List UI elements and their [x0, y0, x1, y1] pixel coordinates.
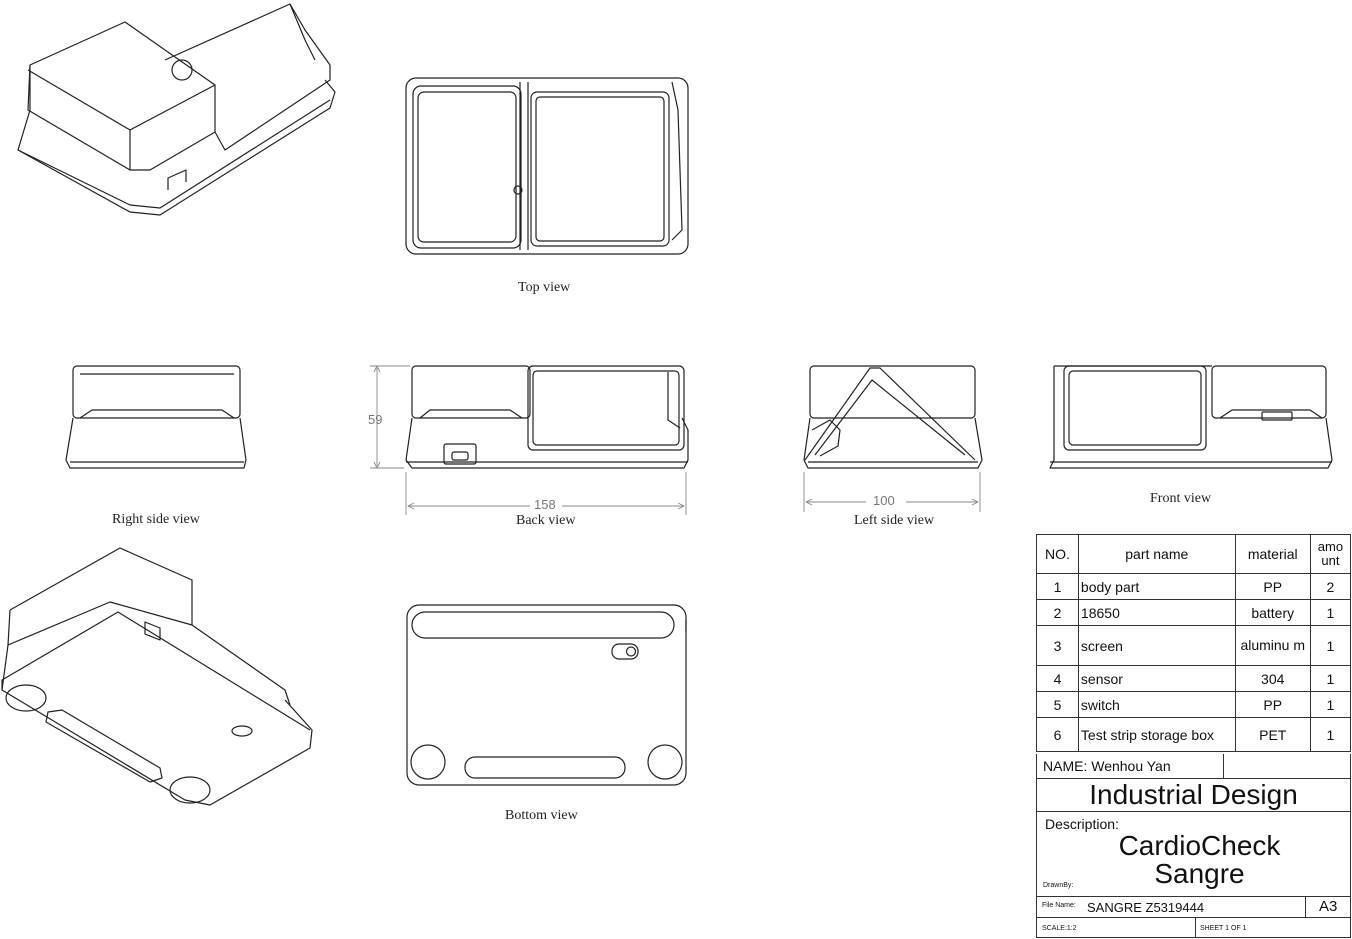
- bottom-view: [406, 604, 687, 786]
- bom-no: 5: [1036, 691, 1079, 718]
- bom-no: 6: [1036, 717, 1079, 752]
- left-side-view-caption: Left side view: [854, 513, 935, 528]
- description-label: Description:: [1045, 816, 1119, 832]
- back-view-dimensions: [370, 365, 687, 515]
- top-view-caption: Top view: [518, 280, 571, 295]
- back-view-caption: Back view: [516, 513, 576, 528]
- width-dimension: 158: [534, 497, 556, 512]
- isometric-top-view: [17, 3, 336, 216]
- bom-no: 2: [1036, 599, 1079, 626]
- bom-part-name: 18650: [1077, 599, 1236, 626]
- sheet-number: SHEET 1 OF 1: [1200, 925, 1247, 932]
- bottom-view-caption: Bottom view: [505, 808, 578, 823]
- file-name-label: File Name:: [1042, 902, 1076, 909]
- bom-part-name: screen: [1077, 625, 1236, 666]
- scale: SCALE:1:2: [1042, 925, 1077, 932]
- back-view: [405, 365, 689, 469]
- bom-material: aluminu m: [1234, 625, 1311, 666]
- right-side-view: [65, 365, 247, 469]
- bom-material: 304: [1234, 665, 1311, 692]
- front-view: [1049, 365, 1333, 469]
- bom-amount: 1: [1309, 717, 1352, 752]
- bom-header-amount: amo unt: [1309, 534, 1352, 574]
- designer-name: NAME: Wenhou Yan: [1043, 758, 1171, 774]
- height-dimension: 59: [368, 412, 383, 427]
- bom-material: battery: [1234, 599, 1311, 626]
- bom-header-no: NO.: [1036, 534, 1079, 574]
- isometric-bottom-view: [1, 547, 313, 806]
- depth-dimension: 100: [873, 493, 895, 508]
- table-row: 2 18650 battery 1: [1036, 599, 1352, 626]
- product-name-line2: Sangre: [1154, 858, 1245, 889]
- table-row: 3 screen aluminu m 1: [1036, 625, 1352, 666]
- bom-header-part-name: part name: [1077, 534, 1236, 574]
- table-row: 6 Test strip storage box PET 1: [1036, 717, 1352, 752]
- bom-material: PP: [1234, 573, 1311, 600]
- product-name-line1: CardioCheck: [1118, 830, 1281, 861]
- bom-amount: 1: [1309, 665, 1352, 692]
- right-side-view-caption: Right side view: [112, 512, 200, 527]
- front-view-caption: Front view: [1150, 491, 1212, 506]
- title-block: NAME: Wenhou Yan Industrial Design Descr…: [1036, 754, 1351, 938]
- bom-part-name: sensor: [1077, 665, 1236, 692]
- top-view: [405, 77, 689, 255]
- bom-header-material: material: [1234, 534, 1311, 574]
- table-row: 1 body part PP 2: [1036, 573, 1352, 600]
- drawn-by-label: DrawnBy:: [1043, 882, 1074, 889]
- bom-no: 3: [1036, 625, 1079, 666]
- bom-material: PP: [1234, 691, 1311, 718]
- bom-header-row: NO. part name material amo unt: [1036, 534, 1352, 574]
- table-row: 5 switch PP 1: [1036, 691, 1352, 718]
- left-view-dimensions: [803, 472, 981, 512]
- bom-part-name: Test strip storage box: [1077, 717, 1236, 752]
- bom-no: 4: [1036, 665, 1079, 692]
- bom-no: 1: [1036, 573, 1079, 600]
- bom-part-name: switch: [1077, 691, 1236, 718]
- bom-amount: 1: [1309, 625, 1352, 666]
- bom-amount: 1: [1309, 691, 1352, 718]
- file-name: SANGRE Z5319444: [1087, 900, 1205, 915]
- bom-material: PET: [1234, 717, 1311, 752]
- bill-of-materials: NO. part name material amo unt 1 body pa…: [1036, 534, 1352, 752]
- left-side-view: [803, 365, 983, 469]
- sheet-size: A3: [1319, 898, 1338, 915]
- course-title: Industrial Design: [1089, 779, 1298, 810]
- bom-part-name: body part: [1077, 573, 1236, 600]
- bom-amount: 2: [1309, 573, 1352, 600]
- table-row: 4 sensor 304 1: [1036, 665, 1352, 692]
- bom-amount: 1: [1309, 599, 1352, 626]
